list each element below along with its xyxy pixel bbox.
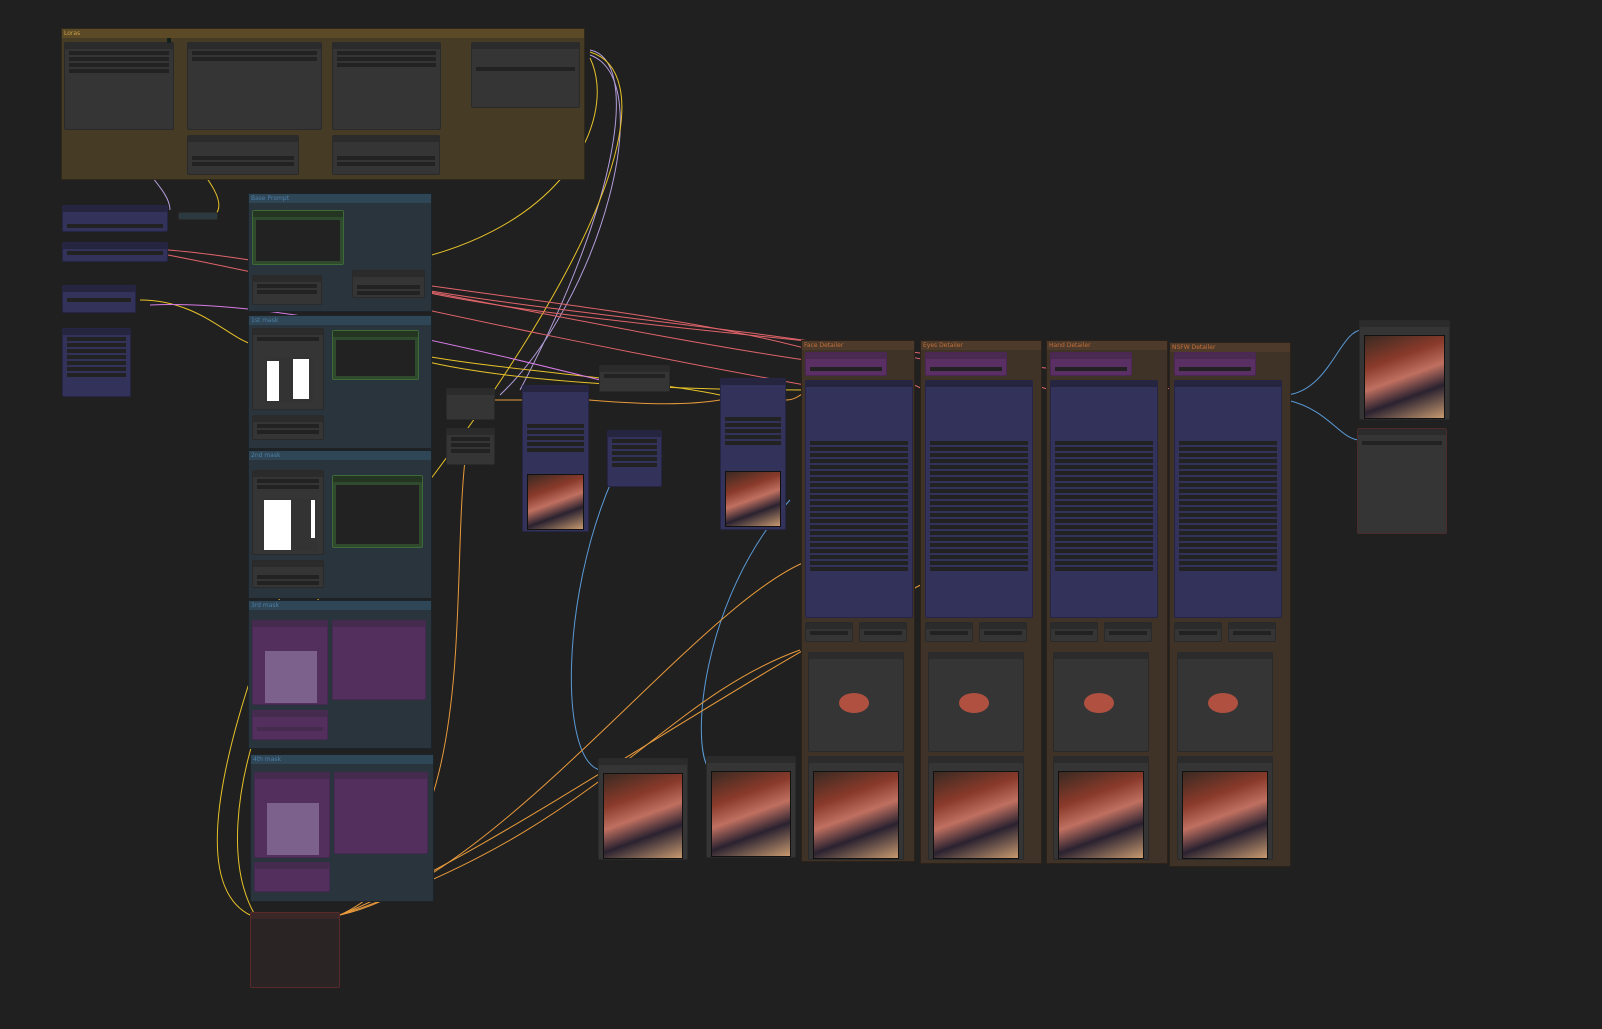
positive-prompt-node[interactable] (252, 210, 344, 265)
preview-image-node[interactable] (706, 756, 796, 858)
conditioning-combine-node[interactable] (352, 270, 425, 298)
crop-preview (839, 693, 869, 713)
checkpoint-loader-node[interactable] (62, 205, 168, 232)
group-title: 4th mask (251, 755, 433, 764)
mask-prompt-node-bypassed[interactable] (332, 620, 426, 700)
ksampler-hires-node[interactable] (720, 378, 786, 530)
crop-preview (959, 693, 989, 713)
detailed-image-preview-node[interactable] (808, 756, 904, 860)
negative-prompt-node[interactable] (250, 912, 340, 988)
mask-preview (263, 499, 317, 551)
load-mask-image-node-bypassed[interactable] (254, 772, 330, 858)
detailed-image-preview-node[interactable] (928, 756, 1024, 860)
settings-node[interactable] (62, 328, 131, 397)
load-mask-image-node[interactable] (252, 328, 324, 410)
detector-provider-node[interactable] (1050, 352, 1132, 376)
latent-size-node[interactable] (62, 285, 136, 313)
mask-prompt-node[interactable] (332, 475, 423, 548)
lora-loader-node[interactable] (332, 135, 440, 175)
load-mask-image-node-bypassed[interactable] (252, 620, 328, 705)
prompt-textarea[interactable] (336, 485, 419, 544)
mask-prompt-node[interactable] (332, 330, 419, 380)
generated-image-preview (725, 471, 781, 527)
conditioning-mask-node-bypassed[interactable] (252, 710, 328, 740)
image-preview (813, 771, 899, 859)
conditioning-mask-node-bypassed[interactable] (254, 862, 330, 892)
group-title: 2nd mask (249, 451, 431, 460)
image-preview (933, 771, 1019, 859)
detector-node[interactable] (1228, 622, 1276, 642)
group-title: 1st mask (249, 316, 431, 325)
crop-preview (1208, 693, 1238, 713)
lora-loader-node[interactable] (187, 42, 322, 130)
image-preview (711, 771, 791, 857)
load-mask-image-node[interactable] (252, 470, 324, 555)
generated-image-preview (527, 474, 584, 530)
mask-prompt-node-bypassed[interactable] (334, 772, 428, 854)
detailer-node[interactable] (805, 380, 913, 618)
upscale-node[interactable] (599, 365, 670, 392)
prompt-textarea[interactable] (256, 220, 340, 261)
detector-node[interactable] (859, 622, 907, 642)
reroute-node[interactable] (178, 212, 218, 220)
image-preview (1058, 771, 1144, 859)
cropped-preview-node[interactable] (1177, 652, 1273, 752)
cropped-preview-node[interactable] (928, 652, 1024, 752)
crop-preview (1084, 693, 1114, 713)
cropped-preview-node[interactable] (808, 652, 904, 752)
conditioning-mask-node[interactable] (252, 560, 324, 588)
group-title: Face Detailer (802, 341, 914, 350)
image-preview (1364, 335, 1445, 419)
sam-loader-node[interactable] (1174, 622, 1222, 642)
group-title: Base Prompt (249, 194, 431, 203)
detector-node[interactable] (1104, 622, 1152, 642)
conditioning-mask-node[interactable] (252, 415, 324, 440)
group-title: Loras (62, 29, 584, 38)
empty-latent-node[interactable] (446, 428, 495, 465)
group-title: NSFW Detailer (1170, 343, 1290, 352)
detailer-node[interactable] (925, 380, 1033, 618)
cropped-preview-node[interactable] (1053, 652, 1149, 752)
prompt-textarea[interactable] (336, 340, 415, 376)
sam-loader-node[interactable] (925, 622, 973, 642)
lora-loader-node[interactable] (471, 42, 580, 108)
save-image-final-node[interactable] (1359, 320, 1450, 420)
sam-loader-node[interactable] (805, 622, 853, 642)
vae-decode-node[interactable] (607, 430, 662, 487)
save-image-node[interactable] (598, 758, 688, 860)
image-preview (1182, 771, 1268, 859)
lora-loader-node[interactable] (187, 135, 299, 175)
group-title: 3rd mask (249, 601, 431, 610)
image-preview (603, 773, 683, 859)
lora-loader-node[interactable] (64, 38, 174, 130)
detector-provider-node[interactable] (805, 352, 887, 376)
ksampler-node[interactable] (522, 385, 589, 532)
sam-loader-node[interactable] (1050, 622, 1098, 642)
detector-node[interactable] (979, 622, 1027, 642)
image-output-node[interactable] (1357, 428, 1447, 534)
group-title: Hand Detailer (1047, 341, 1167, 350)
conditioning-combine-node[interactable] (446, 388, 495, 420)
detector-provider-node[interactable] (925, 352, 1007, 376)
conditioning-node[interactable] (252, 275, 322, 305)
detailer-node[interactable] (1174, 380, 1282, 618)
group-title: Eyes Detailer (921, 341, 1041, 350)
detailed-image-preview-node[interactable] (1053, 756, 1149, 860)
detector-provider-node[interactable] (1174, 352, 1256, 376)
mask-preview (265, 357, 313, 403)
clip-node[interactable] (62, 242, 168, 262)
lora-loader-node[interactable] (332, 42, 441, 130)
detailed-image-preview-node[interactable] (1177, 756, 1273, 860)
detailer-node[interactable] (1050, 380, 1158, 618)
